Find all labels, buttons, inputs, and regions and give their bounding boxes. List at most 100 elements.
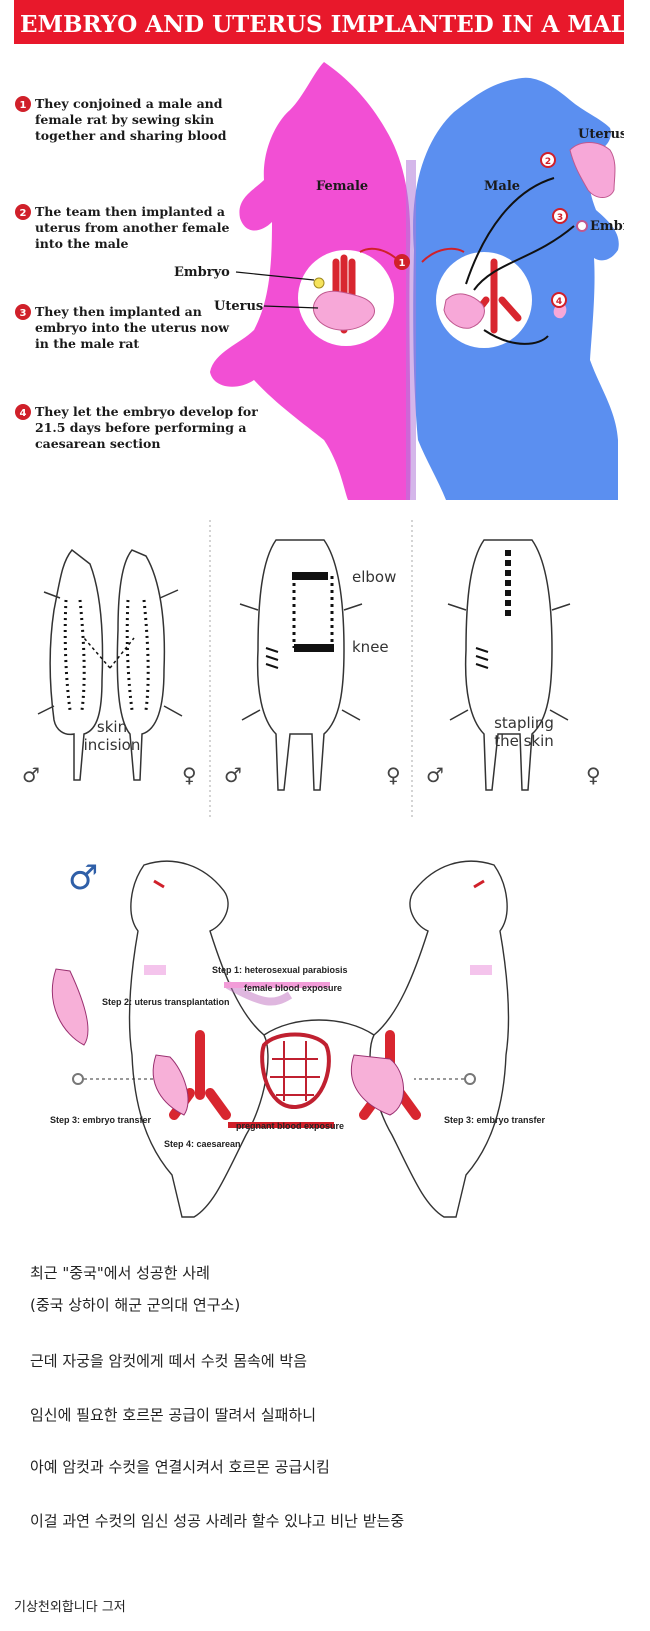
post-line-2: (중국 상하이 해군 군의대 연구소) xyxy=(30,1296,241,1314)
sketch-stapling xyxy=(447,539,571,791)
svg-text:embryo into the uterus now: embryo into the uterus now xyxy=(35,320,230,335)
embryo-label: Embryo xyxy=(174,265,230,280)
svg-text:2: 2 xyxy=(545,157,551,167)
svg-text:The team then implanted a: The team then implanted a xyxy=(35,204,225,219)
post-footer: 기상천외합니다 그저 xyxy=(14,1600,126,1615)
vascular-network-mesh xyxy=(270,1041,320,1101)
female-symbol-1: ♀ xyxy=(182,763,197,787)
uterus-label: Uterus xyxy=(214,299,263,314)
female-blood-label: female blood exposure xyxy=(244,983,342,993)
step-4: 4 They let the embryo develop for 21.5 d… xyxy=(15,404,258,451)
vascular-network xyxy=(260,1032,331,1110)
donor-uterus-shape xyxy=(569,142,616,198)
embryo-source-left xyxy=(72,1073,84,1085)
banner-bar xyxy=(14,0,624,44)
svg-text:They let the embryo develop fo: They let the embryo develop for xyxy=(35,404,258,419)
post-line-6: 이걸 과연 수컷의 임신 성공 사례라 할수 있냐고 비난 받는중 xyxy=(30,1512,405,1530)
svg-text:2: 2 xyxy=(20,208,27,219)
step3-right-label: Step 3: embryo transfer xyxy=(444,1115,546,1125)
donor-embryo-dot xyxy=(576,220,588,232)
skin-incision-label-line1: skin xyxy=(97,718,127,736)
female-uterus xyxy=(350,1054,404,1116)
uterus-transfer-arrow xyxy=(465,177,555,285)
svg-text:together and sharing blood: together and sharing blood xyxy=(35,128,227,143)
marker-4: 4 xyxy=(551,292,567,308)
elbow-label: elbow xyxy=(352,568,396,586)
knee-suture-bar xyxy=(294,644,334,652)
left-staples-3 xyxy=(475,647,489,669)
procedure-panel: skin incision ♂ ♀ elbow knee ♂ ♀ staplin… xyxy=(14,520,624,825)
post-line-5: 아예 암컷과 수컷을 연결시켜서 호르몬 공급시킴 xyxy=(30,1458,330,1476)
female-uterus-shape xyxy=(312,290,375,331)
step3-left-label: Step 3: embryo transfer xyxy=(50,1115,152,1125)
male-symbol-1: ♂ xyxy=(22,763,40,787)
pregnant-blood-label: pregnant blood exposure xyxy=(236,1121,344,1131)
step-2: 2 The team then implanted a uterus from … xyxy=(15,204,229,251)
blood-bridge xyxy=(226,981,293,1006)
stapling-label-line1: stapling xyxy=(494,714,554,732)
svg-text:caesarean section: caesarean section xyxy=(35,436,160,451)
suture-dashes xyxy=(292,576,334,648)
knee-label: knee xyxy=(352,638,389,656)
paw-left-upper xyxy=(144,965,166,975)
marker-3: 3 xyxy=(552,208,568,224)
sketch-joint-suture xyxy=(239,539,363,791)
svg-text:into the male: into the male xyxy=(35,236,129,251)
step1-label: Step 1: heterosexual parabiosis xyxy=(212,965,348,975)
svg-text:uterus from another female: uterus from another female xyxy=(35,220,229,235)
male-symbol-3: ♂ xyxy=(426,763,444,787)
svg-text:21.5 days before performing a: 21.5 days before performing a xyxy=(35,420,246,435)
male-symbol-large: ♂ xyxy=(68,858,98,898)
female-embryo-dot xyxy=(313,277,325,289)
incision-line-left xyxy=(63,599,86,711)
paw-right-upper xyxy=(470,965,492,975)
svg-text:1: 1 xyxy=(399,258,406,269)
incision-pointer xyxy=(83,637,135,669)
uterus-right-label: Uterus xyxy=(578,127,624,142)
embryo-right-label: Embryo xyxy=(590,219,624,234)
svg-text:They conjoined a male and: They conjoined a male and xyxy=(35,96,223,111)
procedure-figure: skin incision ♂ ♀ elbow knee ♂ ♀ staplin… xyxy=(22,520,601,820)
embryo-transfer-arrow xyxy=(473,225,575,291)
infographic-panel: EMBRYO AND UTERUS IMPLANTED IN A MALE RA… xyxy=(14,0,624,500)
parabiosis-panel: ♂ ♀ Step 1: heterosexual parabiosis fema… xyxy=(14,845,624,1245)
skin-incision-label-line2: incision xyxy=(84,736,141,754)
infographic-figure: EMBRYO AND UTERUS IMPLANTED IN A MALE RA… xyxy=(14,0,624,500)
step-1: 1 They conjoined a male and female rat b… xyxy=(15,96,227,143)
rat-eyes xyxy=(153,879,485,889)
female-symbol-2: ♀ xyxy=(386,763,401,787)
caesarean-arrow xyxy=(483,329,549,345)
svg-text:4: 4 xyxy=(556,297,562,307)
post-line-1: 최근 "중국"에서 성공한 사례 xyxy=(30,1264,210,1282)
male-label: Male xyxy=(484,179,520,194)
stapling-label-line2: the skin xyxy=(494,732,554,750)
uterus-callout-line xyxy=(263,305,319,309)
incision-line-right xyxy=(125,599,150,711)
step-3: 3 They then implanted an embryo into the… xyxy=(15,304,230,351)
female-symbol-3: ♀ xyxy=(586,763,601,787)
step4-label: Step 4: caesarean xyxy=(164,1139,241,1149)
svg-text:3: 3 xyxy=(557,213,563,223)
svg-text:female rat by sewing skin: female rat by sewing skin xyxy=(35,112,214,127)
marker-1: 1 xyxy=(394,254,410,270)
svg-text:3: 3 xyxy=(20,308,27,319)
post-line-4: 임신에 필요한 호르몬 공급이 딸려서 실패하니 xyxy=(30,1406,317,1424)
marker-2: 2 xyxy=(540,152,556,168)
blend-seam xyxy=(406,160,416,500)
embryo-callout-line xyxy=(235,271,315,281)
svg-text:They then implanted an: They then implanted an xyxy=(35,304,202,319)
banner-title: EMBRYO AND UTERUS IMPLANTED IN A MALE RA… xyxy=(20,11,624,38)
donor-uterus xyxy=(51,968,89,1046)
svg-text:1: 1 xyxy=(20,100,27,111)
parabiosis-figure: ♂ ♀ Step 1: heterosexual parabiosis fema… xyxy=(50,858,546,1218)
elbow-suture-bar xyxy=(292,572,328,580)
male-uterus-graft xyxy=(152,1054,189,1116)
blood-share-arrow-right xyxy=(421,247,465,263)
svg-text:4: 4 xyxy=(20,408,27,419)
step2-label: Step 2: uterus transplantation xyxy=(102,997,230,1007)
male-symbol-2: ♂ xyxy=(224,763,242,787)
post-line-3: 근데 자궁을 암컷에게 떼서 수컷 몸속에 박음 xyxy=(30,1352,308,1370)
female-label: Female xyxy=(316,179,368,194)
male-uterus-shape xyxy=(443,293,485,329)
embryo-source-right xyxy=(464,1073,476,1085)
